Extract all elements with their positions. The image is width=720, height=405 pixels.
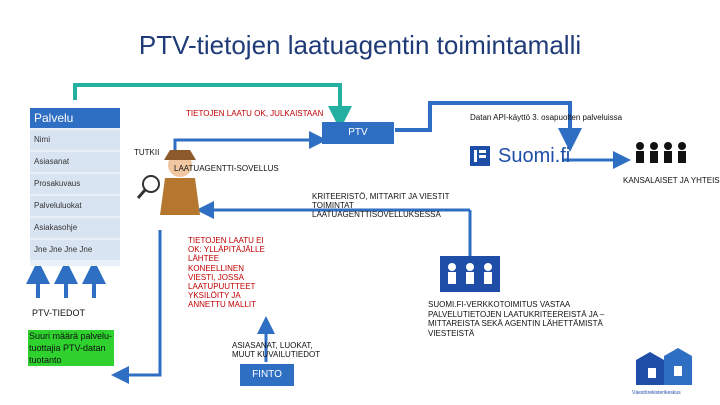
label-agent-app: LAATUAGENTTI-SOVELLUS <box>174 164 279 173</box>
label-tutkii: TUTKII <box>134 148 159 157</box>
suomifi-logo-text: Suomi.fi <box>498 145 570 168</box>
form-item-description: Prosakuvaus <box>30 174 120 194</box>
citizens-icon <box>636 142 686 163</box>
label-editorial-team: SUOMI.FI-VERKKOTOIMITUS VASTAA PALVELUTI… <box>428 300 614 338</box>
producers-note-text: Suuri määrä palvelu-tuottajia PTV-datan … <box>28 330 114 366</box>
label-quality-not-ok: TIETOJEN LAATU EI OK: YLLÄPITÄJÄLLE LÄHT… <box>188 236 270 310</box>
arrow-feedback <box>120 230 160 375</box>
arrow-tutkii <box>175 140 318 160</box>
service-form-header: Palvelu <box>30 108 120 128</box>
form-item-instructions: Asiakasohje <box>30 218 120 238</box>
producers-note: Suuri määrä palvelu-tuottajia PTV-datan … <box>28 330 114 368</box>
finto-box: FINTO <box>240 364 294 386</box>
detective-icon <box>138 150 200 215</box>
label-citizens: KANSALAISET JA YHTEISÖT <box>623 176 720 185</box>
label-quality-ok: TIETOJEN LAATU OK, JULKAISTAAN <box>186 109 323 118</box>
ptv-box: PTV <box>322 122 394 144</box>
form-item-etc: Jne Jne Jne Jne <box>30 240 120 260</box>
form-item-name: Nimi <box>30 130 120 150</box>
form-item-keywords: Asiasanat <box>30 152 120 172</box>
label-ptv-data: PTV-TIEDOT <box>32 308 85 318</box>
vrk-logo-text: Väestörekisterikeskus <box>632 390 681 396</box>
label-data-api: Datan API-käyttö 3. osapuolten palveluis… <box>470 113 622 122</box>
editorial-team-icon <box>440 256 500 292</box>
suomifi-logo-icon <box>470 146 490 166</box>
label-criteria: KRITEERISTÖ, MITTARIT JA VIESTIT TOIMINT… <box>312 192 462 220</box>
vrk-logo-icon <box>636 348 692 385</box>
label-keywords: ASIASANAT, LUOKAT, MUUT KUVAILUTIEDOT <box>232 341 332 359</box>
form-item-classes: Palveluluokat <box>30 196 120 216</box>
